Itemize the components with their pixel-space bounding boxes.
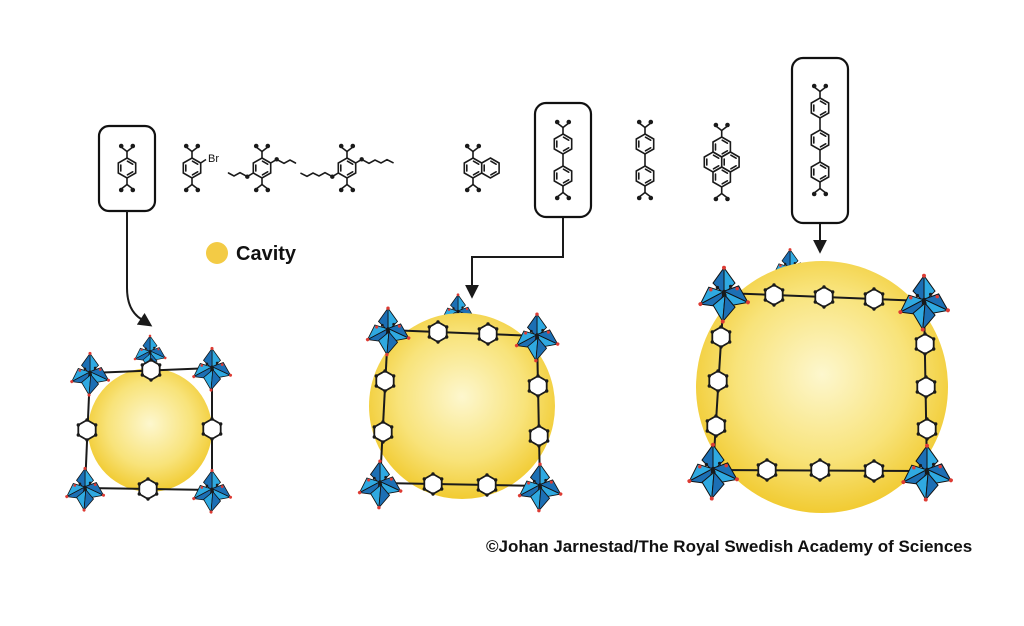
mof-small	[61, 335, 235, 515]
cavity-sphere	[88, 368, 212, 492]
linker-molecule-2: Br	[183, 144, 219, 193]
br-label: Br	[208, 153, 219, 165]
cube-edge-line	[387, 329, 538, 337]
arrows	[126, 211, 827, 327]
linker-molecule-3	[227, 144, 297, 193]
linker-row: Br	[97, 56, 850, 225]
linker-molecule-9	[811, 84, 828, 197]
credit-text: ©Johan Jarnestad/The Royal Swedish Acade…	[486, 537, 972, 556]
linker-molecule-1	[118, 144, 135, 193]
arrow-to-mof-2	[465, 218, 564, 299]
cavity-legend-swatch	[206, 242, 228, 264]
linker-molecule-7	[636, 120, 653, 201]
linker-molecule-6	[554, 120, 571, 201]
cavity-sphere	[369, 313, 555, 499]
linker-molecule-4	[300, 144, 394, 193]
mof-large	[682, 248, 957, 513]
linker-highlight-box-3	[790, 56, 850, 225]
arrow-to-mof-1	[126, 211, 153, 327]
metal-cluster-icon	[188, 469, 235, 514]
metal-cluster-icon	[61, 467, 108, 512]
linker-molecule-5	[463, 142, 500, 194]
cavity-legend-label: Cavity	[236, 243, 297, 265]
cavity-legend: Cavity	[206, 242, 297, 265]
cube-edge-line	[379, 482, 541, 487]
linker-molecule-8	[703, 121, 740, 203]
linker-highlight-box-2	[533, 101, 593, 219]
cavity-sphere	[696, 261, 948, 513]
mof-medium	[354, 293, 567, 513]
